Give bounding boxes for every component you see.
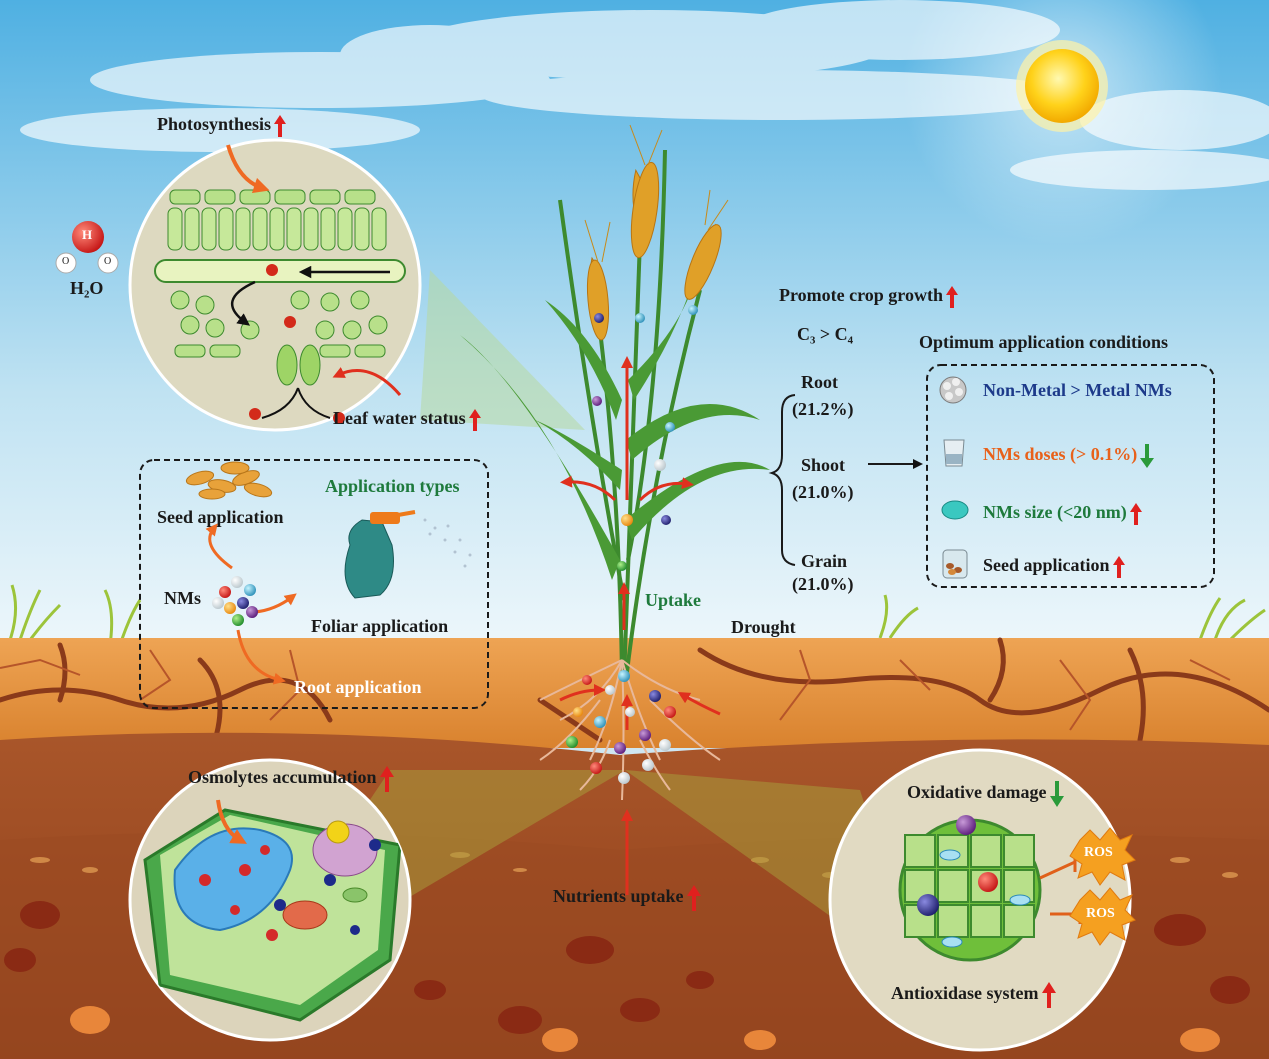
promote-crop-growth-text: Promote crop growth — [779, 285, 943, 305]
photosynthesis-text: Photosynthesis — [157, 114, 272, 134]
osmolytes-label: Osmolytes accumulation — [188, 766, 394, 792]
water-oxygen-left-label: O — [62, 256, 70, 267]
nm-size-text: NMs size (<20 nm) — [983, 502, 1127, 522]
application-types-box — [139, 459, 489, 709]
c3-c4-label: C₃ > C₄ — [797, 324, 854, 344]
leaf-cross-section — [128, 138, 422, 432]
water-hydrogen-label: H — [82, 227, 93, 242]
root-application-label: Root application — [294, 677, 422, 697]
condition-icons — [939, 376, 969, 579]
optimum-conditions-title: Optimum application conditions — [919, 332, 1169, 352]
application-types-illustration — [185, 461, 472, 685]
nonmetal-condition: Non-Metal > Metal NMs — [983, 380, 1172, 400]
seed-application-condition-text: Seed application — [983, 555, 1110, 575]
nanoparticles — [566, 305, 698, 784]
dry-soil-surface — [0, 638, 1269, 748]
increase-arrow-icon — [1129, 502, 1142, 525]
zoom-beam-leaf — [420, 270, 585, 430]
beaker-icon — [943, 439, 965, 467]
optimum-conditions-box — [926, 364, 1215, 588]
seed-jar-icon — [942, 549, 968, 579]
plant-cell-illustration — [128, 758, 412, 1042]
drought-label: Drought — [731, 617, 796, 637]
ros-label-2: ROS — [1086, 906, 1115, 921]
nutrients-uptake-text: Nutrients uptake — [553, 886, 684, 907]
shoot-percentage: (21.0%) — [792, 482, 854, 502]
increase-arrow-icon — [468, 408, 481, 431]
increase-arrow-icon — [945, 285, 958, 308]
root-organ-label: Root — [801, 372, 838, 392]
nm-size-condition: NMs size (<20 nm) — [983, 502, 1142, 525]
application-types-title: Application types — [325, 476, 460, 496]
foliar-application-label: Foliar application — [311, 616, 449, 636]
grain-percentage: (21.0%) — [792, 574, 854, 594]
soil-rocks — [4, 901, 1250, 1034]
oxidative-stress-illustration — [828, 748, 1136, 1052]
leaf-water-status-text: Leaf water status — [333, 408, 466, 428]
oxidative-damage-label: Oxidative damage — [907, 781, 1064, 807]
increase-arrow-icon — [1112, 555, 1125, 578]
grain-organ-label: Grain — [801, 551, 848, 571]
promote-crop-growth-label: Promote crop growth — [779, 285, 958, 308]
osmolytes-text: Osmolytes accumulation — [188, 767, 377, 788]
nms-label: NMs — [164, 588, 201, 608]
water-oxygen-right-label: O — [104, 256, 112, 267]
antioxidase-text: Antioxidase system — [891, 983, 1039, 1004]
particle-size-icon — [941, 500, 969, 520]
ros-label-1: ROS — [1084, 845, 1113, 860]
shoot-organ-label: Shoot — [801, 455, 846, 475]
increase-arrow-icon — [379, 766, 394, 792]
oxidative-damage-text: Oxidative damage — [907, 782, 1047, 803]
decrease-arrow-icon — [1140, 444, 1155, 468]
uptake-label: Uptake — [645, 590, 702, 610]
nanoparticle-cluster-icon — [939, 376, 967, 404]
root-percentage: (21.2%) — [792, 399, 854, 419]
increase-arrow-icon — [686, 885, 701, 911]
seed-application-label: Seed application — [157, 507, 284, 527]
soil-orange-stones — [70, 1006, 1220, 1052]
ros-burst-icon — [1069, 887, 1136, 946]
increase-arrow-icon — [1041, 982, 1056, 1008]
leaf-water-status-label: Leaf water status — [333, 408, 481, 431]
water-formula-label: H₂O — [70, 278, 104, 298]
increase-arrow-icon — [274, 114, 287, 137]
soil-fine-cracks — [0, 649, 1231, 731]
nm-doses-text: NMs doses (> 0.1%) — [983, 444, 1138, 465]
antioxidase-label: Antioxidase system — [891, 982, 1056, 1008]
organ-bracket — [768, 394, 796, 566]
seed-application-condition: Seed application — [983, 555, 1125, 578]
ros-burst-icon — [1069, 827, 1136, 886]
nm-doses-condition: NMs doses (> 0.1%) — [983, 444, 1155, 468]
water-molecule-icon — [55, 221, 119, 274]
photosynthesis-label: Photosynthesis — [157, 114, 287, 137]
soil-cracks — [0, 637, 1269, 743]
decrease-arrow-icon — [1049, 781, 1064, 807]
sun-icon — [902, 0, 1222, 246]
nutrients-uptake-label: Nutrients uptake — [553, 885, 701, 911]
wheat-plant — [460, 124, 770, 681]
